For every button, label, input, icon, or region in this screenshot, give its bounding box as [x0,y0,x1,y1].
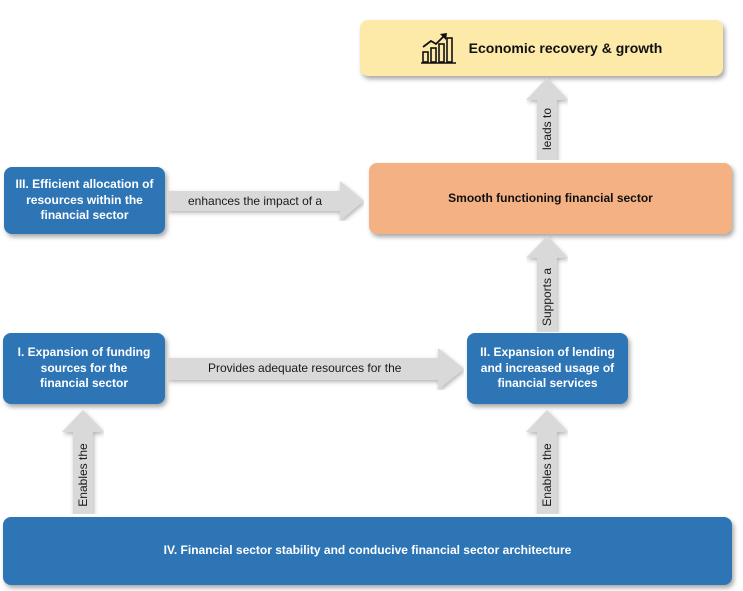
enables-right-arrow: Enables the [526,410,568,514]
supports-arrow: Supports a [526,236,568,332]
expansion-lending-label: II. Expansion of lending and increased u… [480,345,615,391]
smooth-functioning-label: Smooth functioning financial sector [448,190,653,205]
enhances-label: enhances the impact of a [188,194,323,208]
enhances-arrow: enhances the impact of a [168,181,364,221]
stability-label: IV. Financial sector stability and condu… [163,543,572,558]
bar-chart-growth-icon [420,32,457,64]
expansion-funding-label: I. Expansion of funding sources for the … [17,345,151,391]
enables-left-label: Enables the [76,443,90,507]
supports-label: Supports a [540,267,554,327]
provides-arrow: Provides adequate resources for the [168,348,464,390]
provides-label: Provides adequate resources for the [208,361,402,375]
leads-to-arrow: leads to [526,78,568,160]
expansion-funding-box: I. Expansion of funding sources for the … [3,333,165,404]
smooth-functioning-box: Smooth functioning financial sector [369,163,732,234]
expansion-lending-box: II. Expansion of lending and increased u… [467,333,628,404]
enables-right-label: Enables the [540,443,554,507]
efficient-allocation-box: III. Efficient allocation of resources w… [4,167,165,234]
economic-recovery-label: Economic recovery & growth [468,39,663,56]
efficient-allocation-label: III. Efficient allocation of resources w… [15,177,154,223]
stability-box: IV. Financial sector stability and condu… [3,517,732,585]
enables-left-arrow: Enables the [62,410,104,514]
leads-to-label: leads to [540,107,554,151]
economic-recovery-box: Economic recovery & growth [360,20,723,76]
